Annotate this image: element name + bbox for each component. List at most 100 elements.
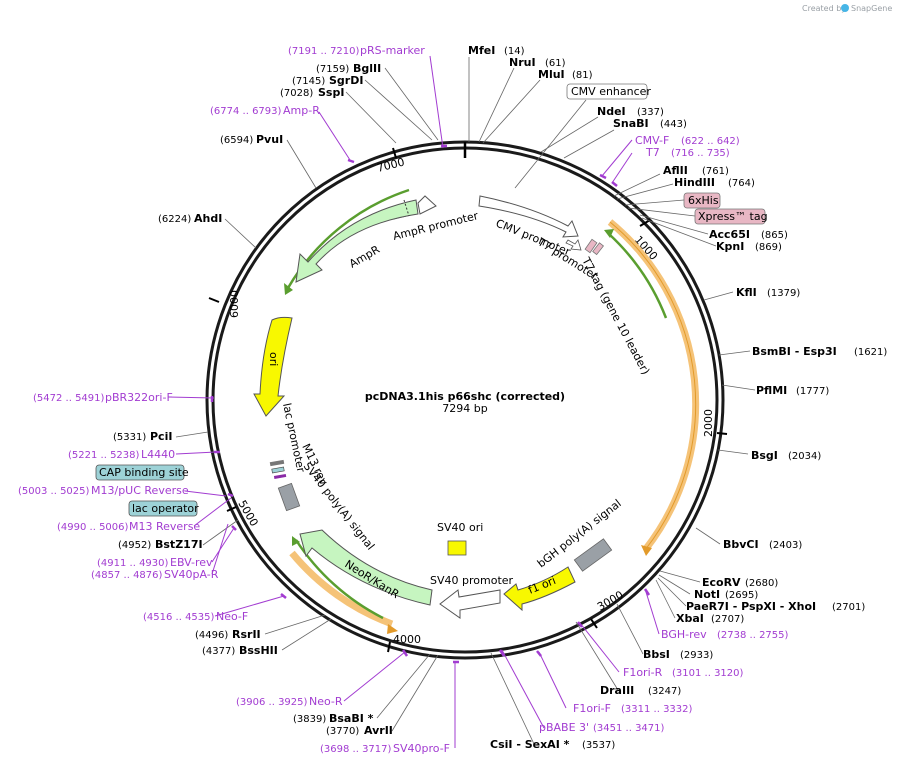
site-noti[interactable]: NotI (2695) [694,588,758,601]
site-name: BsmBI - Esp3I [752,345,837,358]
site-name: HindIII [674,176,715,189]
site-name: AhdI [194,212,222,225]
primer-range: (3698 .. 3717) [320,744,392,755]
primer-pbabe3[interactable]: pBABE 3' (3451 .. 3471) [539,721,665,734]
site-bsabi[interactable]: (3839) BsaBI * [293,712,374,725]
site-pcii[interactable]: (5331) PciI [113,430,172,443]
site-bsshii[interactable]: (4377) BssHII [202,644,278,657]
primer-pbr322ori-f[interactable]: (5472 .. 5491) pBR322ori-F [33,391,173,404]
primer-name: T7 [645,146,660,159]
site-acc65i[interactable]: Acc65I (865) [709,228,788,241]
site-pflmi[interactable]: PflMI (1777) [756,384,829,397]
site-ecorv[interactable]: EcoRV (2680) [702,576,778,589]
credit-brand: SnapGene [851,4,892,13]
primer-f1ori-f[interactable]: F1ori-F (3311 .. 3332) [573,702,693,715]
site-pos: (4377) [202,646,235,657]
site-snabi[interactable]: SnaBI (443) [613,117,687,130]
site-ahdi[interactable]: (6224) AhdI [158,212,222,225]
primer-name: F1ori-F [573,702,611,715]
primer-range: (716 .. 735) [671,148,730,159]
site-aflii[interactable]: AflII (761) [663,164,729,177]
primer-neo-f[interactable]: (4516 .. 4535) Neo-F [143,610,248,623]
site-name: SspI [318,86,344,99]
site-pos: (6594) [220,135,253,146]
site-name: AvrII [364,724,393,737]
sv40-promoter-label: SV40 promoter [430,574,514,587]
primer-name: pRS-marker [360,44,425,57]
site-nrui[interactable]: NruI (61) [509,56,566,69]
snapgene-credit: Created by SnapGene [802,4,892,13]
ruler-label-2000: 2000 [702,409,715,437]
site-bstz17i[interactable]: (4952) BstZ17I [118,538,203,551]
primer-ebv-rev[interactable]: (4911 .. 4930) EBV-rev [97,556,213,569]
cmv-enhancer-tag[interactable]: CMV enhancer [566,83,651,100]
site-bglii[interactable]: (7159) BglII [316,62,381,75]
ori-arrow [253,316,293,417]
primer-prs-marker[interactable]: (7191 .. 7210) pRS-marker [288,44,425,57]
primer-name: pBABE 3' [539,721,589,734]
site-pos: (6224) [158,214,191,225]
primer-neo-r[interactable]: (3906 .. 3925) Neo-R [236,695,343,708]
site-name: MluI [538,68,565,81]
site-draiii[interactable]: DraIII (3247) [600,684,681,697]
site-kpni[interactable]: KpnI (869) [716,240,782,253]
site-sgrdi[interactable]: (7145) SgrDI [292,74,363,87]
primer-amp-r[interactable]: (6774 .. 6793) Amp-R [210,104,320,117]
primer-range: (5472 .. 5491) [33,393,105,404]
plasmid-title: pcDNA3.1his p66shc (corrected) [365,390,565,403]
primer-t7[interactable]: T7 (716 .. 735) [645,146,730,159]
primer-name: CMV-F [635,134,669,147]
site-ndei[interactable]: NdeI (337) [597,105,664,118]
sv40-promoter-arrow [439,589,501,619]
site-xbai[interactable]: XbaI (2707) [676,612,744,625]
ampr-label: AmpR [347,243,382,271]
site-mlui[interactable]: MluI (81) [538,68,593,81]
primer-m13-reverse[interactable]: (4990 .. 5006) M13 Reverse [57,520,200,533]
site-kfli[interactable]: KflI (1379) [736,286,800,299]
site-pos: (865) [761,230,788,241]
site-bsmbi[interactable]: BsmBI - Esp3I (1621) [752,345,887,358]
site-name: PciI [150,430,172,443]
primer-range: (4990 .. 5006) [57,522,129,533]
primer-sv40pro-f[interactable]: (3698 .. 3717) SV40pro-F [320,742,450,755]
ori-label: ori [267,352,280,366]
lac-promoter-mark [269,459,285,467]
credit-prefix: Created by [802,4,846,13]
xpress-tag[interactable]: Xpress™ tag [694,208,768,225]
site-sspi[interactable]: (7028) SspI [280,86,344,99]
primer-bgh-rev[interactable]: BGH-rev (2738 .. 2755) [661,628,789,641]
site-avrii[interactable]: (3770) AvrII [326,724,393,737]
site-name: PaeR7I - PspXI - XhoI [686,600,816,613]
primer-name: F1ori-R [623,666,663,679]
primer-m13-puc-reverse[interactable]: (5003 .. 5025) M13/pUC Reverse [18,484,189,497]
site-bsgi[interactable]: BsgI (2034) [751,449,821,462]
site-pos: (1777) [796,386,829,397]
primer-sv40pa-r[interactable]: (4857 .. 4876) SV40pA-R [91,568,219,581]
primer-range: (5221 .. 5238) [68,450,140,461]
m13-mark [273,473,287,480]
site-pos: (2403) [769,540,802,551]
ruler-tick-2000 [716,432,728,435]
sv40-ori-label: SV40 ori [437,521,483,534]
primer-cmv-f[interactable]: CMV-F (622 .. 642) [635,134,740,147]
cap-site-mark [271,466,285,474]
site-bbsi[interactable]: BbsI (2933) [643,648,713,661]
neo-orf-arc [289,550,394,628]
site-sexai[interactable]: CsiI - SexAI * (3537) [490,738,615,751]
site-name: BbvCI [723,538,759,551]
ampr-arrow [295,199,419,283]
site-bbvci[interactable]: BbvCI (2403) [723,538,802,551]
site-hindiii[interactable]: HindIII (764) [674,176,755,189]
primer-l4440[interactable]: (5221 .. 5238) L4440 [68,448,175,461]
site-mfei[interactable]: MfeI (14) [468,44,525,57]
site-xhoi[interactable]: PaeR7I - PspXI - XhoI (2701) [686,600,865,613]
his6-tag[interactable]: 6xHis [683,192,721,209]
site-pvui[interactable]: (6594) PvuI [220,133,283,146]
lac-operator-tag[interactable]: lac operator [128,500,199,517]
primer-f1ori-r[interactable]: F1ori-R (3101 .. 3120) [623,666,744,679]
site-pos: (2695) [725,590,758,601]
site-rsrii[interactable]: (4496) RsrII [195,628,261,641]
primer-range: (4857 .. 4876) [91,570,163,581]
ruler-tick-7000 [392,147,397,159]
cap-binding-tag[interactable]: CAP binding site [95,464,189,481]
